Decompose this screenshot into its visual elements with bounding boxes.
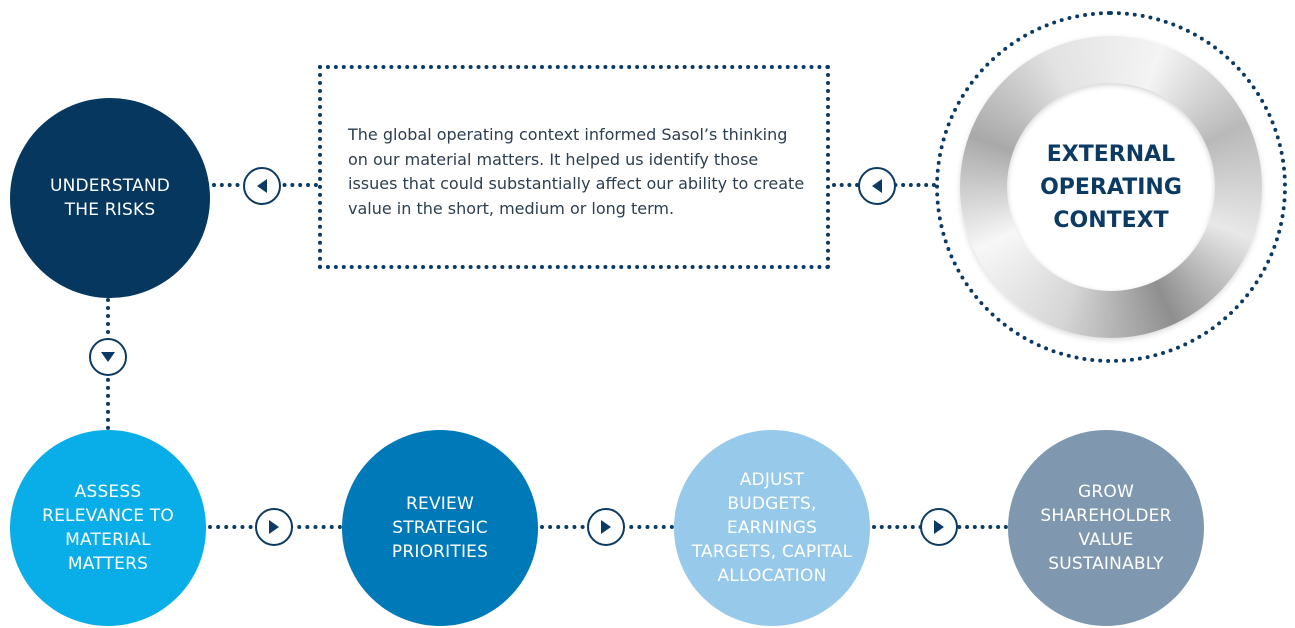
context-description-text: The global operating context informed Sa…: [348, 125, 805, 218]
label-line: VALUE: [1078, 530, 1134, 550]
external-context-label: EXTERNAL OPERATING CONTEXT: [1040, 138, 1182, 237]
label-line: MATTERS: [67, 554, 149, 574]
triangle-right-icon: [269, 520, 279, 534]
step-understand-label: UNDERSTAND THE RISKS: [50, 174, 170, 222]
step-grow-label: GROW SHAREHOLDER VALUE SUSTAINABLY: [1040, 480, 1171, 576]
step-grow-shareholder-value: GROW SHAREHOLDER VALUE SUSTAINABLY: [1008, 430, 1204, 626]
external-operating-context: EXTERNAL OPERATING CONTEXT: [1007, 83, 1215, 291]
label-line: ALLOCATION: [717, 566, 827, 586]
arrow-left-to-box: [858, 167, 896, 205]
arrow-left-to-understand: [243, 167, 281, 205]
label-line: CONTEXT: [1053, 207, 1169, 233]
triangle-right-icon: [601, 520, 611, 534]
label-line: REVIEW: [406, 494, 474, 514]
label-line: STRATEGIC: [392, 518, 488, 538]
label-line: PRIORITIES: [391, 542, 489, 562]
label-line: EXTERNAL: [1046, 141, 1176, 167]
triangle-right-icon: [934, 520, 944, 534]
arrow-down-to-assess: [89, 338, 127, 376]
step-understand-the-risks: UNDERSTAND THE RISKS: [10, 98, 210, 298]
label-line: MATERIAL: [65, 530, 151, 550]
label-line: GROW: [1078, 482, 1134, 502]
step-adjust-label: ADJUST BUDGETS, EARNINGS TARGETS, CAPITA…: [692, 468, 853, 588]
label-line: SUSTAINABLY: [1048, 554, 1164, 574]
label-line: OPERATING: [1040, 174, 1182, 200]
step-review-label: REVIEW STRATEGIC PRIORITIES: [392, 492, 488, 564]
step-adjust-budgets: ADJUST BUDGETS, EARNINGS TARGETS, CAPITA…: [674, 430, 870, 626]
label-line: ASSESS: [74, 482, 142, 502]
label-line: BUDGETS,: [727, 494, 817, 514]
label-line: EARNINGS: [726, 518, 818, 538]
triangle-down-icon: [101, 352, 115, 362]
label-line: RELEVANCE TO: [42, 506, 174, 526]
context-description-box: [318, 65, 830, 269]
step-review-strategic-priorities: REVIEW STRATEGIC PRIORITIES: [342, 430, 538, 626]
label-line: THE RISKS: [64, 200, 156, 220]
label-line: TARGETS, CAPITAL: [691, 542, 853, 562]
step-assess-label: ASSESS RELEVANCE TO MATERIAL MATTERS: [42, 480, 174, 576]
external-context-dotted-ring: [935, 11, 1287, 363]
label-line: SHAREHOLDER: [1040, 506, 1172, 526]
arrow-right-to-adjust: [587, 508, 625, 546]
label-line: UNDERSTAND: [49, 176, 171, 196]
triangle-left-icon: [257, 179, 267, 193]
triangle-left-icon: [872, 179, 882, 193]
label-line: ADJUST: [739, 470, 805, 490]
arrow-right-to-review: [255, 508, 293, 546]
arrow-right-to-grow: [920, 508, 958, 546]
step-assess-relevance: ASSESS RELEVANCE TO MATERIAL MATTERS: [10, 430, 206, 626]
